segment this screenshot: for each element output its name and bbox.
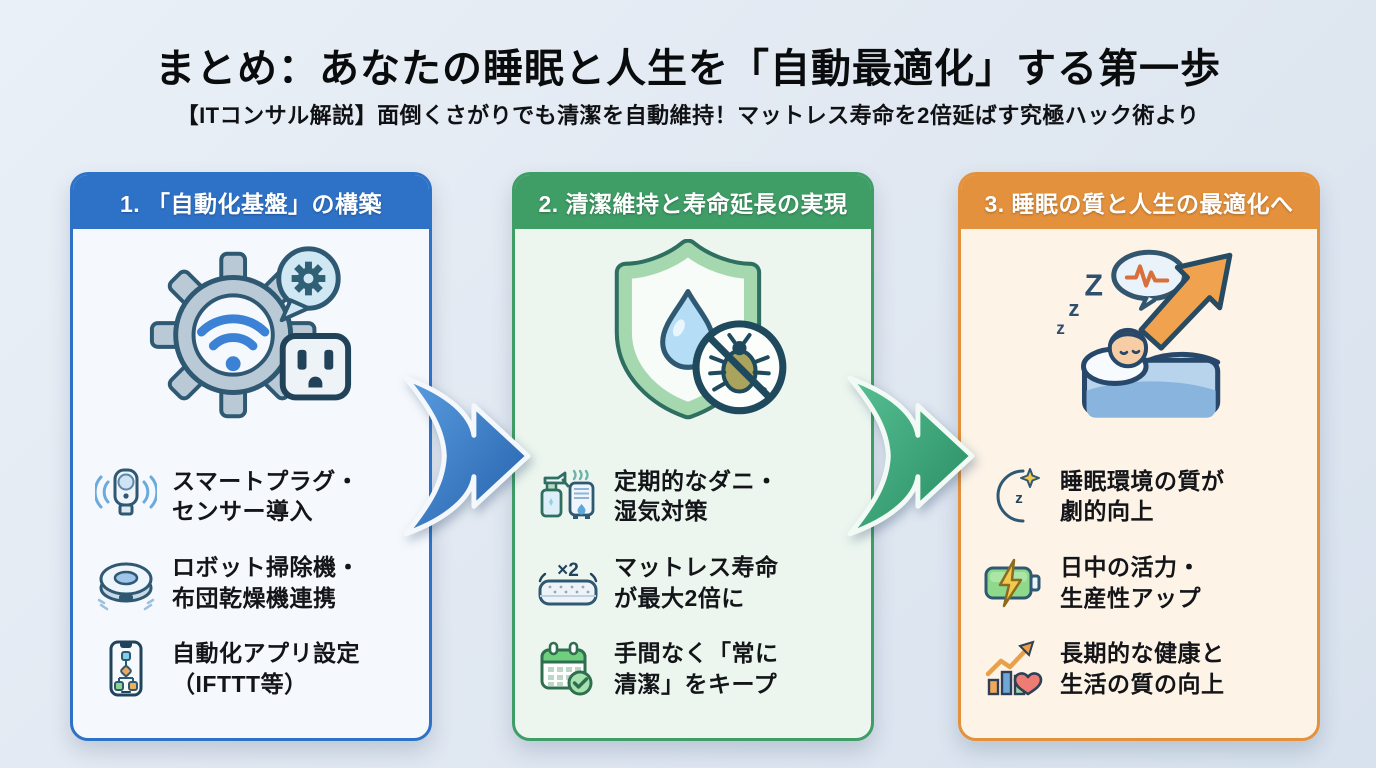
label-line: 日中の活力・ (1060, 553, 1201, 580)
item-list: スマートプラグ・ センサー導入 ロボット掃除機・ 布団乾燥機連携 (73, 441, 429, 738)
label-line: （IFTTT等） (172, 670, 308, 697)
label-line: 睡眠環境の質が (1060, 467, 1225, 494)
list-item-label: 長期的な健康と 生活の質の向上 (1060, 638, 1225, 699)
spray-dehumidifier-icon (540, 470, 595, 520)
battery-bolt-icon (984, 558, 1041, 607)
list-item: 自動化アプリ設定 （IFTTT等） (95, 638, 415, 700)
list-item: ロボット掃除機・ 布団乾燥機連携 (95, 552, 415, 614)
hero-illustration (515, 229, 871, 441)
list-item-label: 手間なく「常に 清潔」をキープ (614, 638, 779, 699)
label-line: 湿気対策 (614, 498, 708, 525)
item-list: 定期的なダニ・ 湿気対策 ×2 マットレス寿命 が最大2倍に (515, 441, 871, 738)
list-item-label: ロボット掃除機・ 布団乾燥機連携 (172, 552, 360, 613)
item-list: z 睡眠環境の質が 劇的向上 日中の活力・ 生産性アップ (961, 441, 1317, 738)
hero-illustration (73, 229, 429, 441)
moon-z-glyph: z (1015, 490, 1023, 507)
sleeping-person-brain-arrow-icon: Z z z (1056, 249, 1233, 418)
list-item-label: 自動化アプリ設定 （IFTTT等） (172, 638, 360, 699)
list-item: ×2 マットレス寿命 が最大2倍に (537, 552, 857, 614)
label-line: 自動化アプリ設定 (172, 640, 360, 667)
mattress-x2-icon: ×2 (538, 560, 598, 605)
automation-app-phone-icon (109, 640, 143, 697)
moon-star-icon: z (996, 468, 1040, 523)
card-header: 2. 清潔維持と寿命延長の実現 (515, 175, 871, 229)
label-line: 長期的な健康と (1060, 640, 1225, 667)
card-automation-foundation: 1. 「自動化基盤」の構築 (70, 172, 432, 741)
zzz-glyph: Z (1085, 270, 1104, 303)
label-line: 定期的なダニ・ (614, 467, 779, 494)
flow-arrow-2-icon (847, 375, 975, 537)
list-item: 手間なく「常に 清潔」をキープ (537, 638, 857, 700)
list-item-label: 睡眠環境の質が 劇的向上 (1060, 466, 1225, 527)
list-item: 長期的な健康と 生活の質の向上 (983, 638, 1303, 700)
list-item-label: 定期的なダニ・ 湿気対策 (614, 466, 779, 527)
card-clean-longevity: 2. 清潔維持と寿命延長の実現 (512, 172, 874, 741)
page-title: まとめ：あなたの睡眠と人生を「自動最適化」する第一歩 (155, 47, 1221, 91)
label-line: 劇的向上 (1060, 498, 1154, 525)
smart-plug-sensor-icon (95, 468, 157, 516)
label-line: 清潔」をキープ (614, 670, 778, 697)
card-sleep-life-optimization: 3. 睡眠の質と人生の最適化へ Z z z z (958, 172, 1320, 741)
list-item-label: マットレス寿命 が最大2倍に (614, 552, 779, 613)
list-item: 定期的なダニ・ 湿気対策 (537, 465, 857, 527)
automation-gear-wifi-plug-icon (149, 246, 352, 419)
x2-label: ×2 (557, 560, 579, 581)
zzz-glyph: z (1056, 318, 1065, 338)
hero-illustration: Z z z (961, 229, 1317, 441)
label-line: 生活の質の向上 (1060, 670, 1225, 697)
label-line: スマートプラグ・ (172, 467, 360, 494)
growth-chart-heart-icon (985, 640, 1043, 696)
shield-waterdrop-no-mite-icon (614, 239, 787, 420)
zzz-glyph: z (1068, 296, 1079, 321)
label-line: センサー導入 (172, 498, 313, 525)
label-line: 布団乾燥機連携 (172, 584, 337, 611)
robot-vacuum-icon (97, 562, 155, 610)
card-header: 1. 「自動化基盤」の構築 (73, 175, 429, 229)
list-item-label: 日中の活力・ 生産性アップ (1060, 552, 1201, 613)
list-item: 日中の活力・ 生産性アップ (983, 552, 1303, 614)
list-item-label: スマートプラグ・ センサー導入 (172, 466, 359, 527)
calendar-check-icon (540, 641, 593, 696)
flow-arrow-1-icon (403, 375, 531, 537)
label-line: マットレス寿命 (614, 553, 779, 580)
list-item: z 睡眠環境の質が 劇的向上 (983, 465, 1303, 527)
label-line: 手間なく「常に (614, 640, 779, 667)
label-line: ロボット掃除機・ (172, 553, 360, 580)
card-header: 3. 睡眠の質と人生の最適化へ (961, 175, 1317, 229)
list-item: スマートプラグ・ センサー導入 (95, 465, 415, 527)
label-line: が最大2倍に (614, 584, 745, 611)
label-line: 生産性アップ (1060, 584, 1201, 611)
page-subtitle: 【ITコンサル解説】面倒くさがりでも清潔を自動維持！マットレス寿命を2倍延ばす究… (176, 103, 1200, 128)
